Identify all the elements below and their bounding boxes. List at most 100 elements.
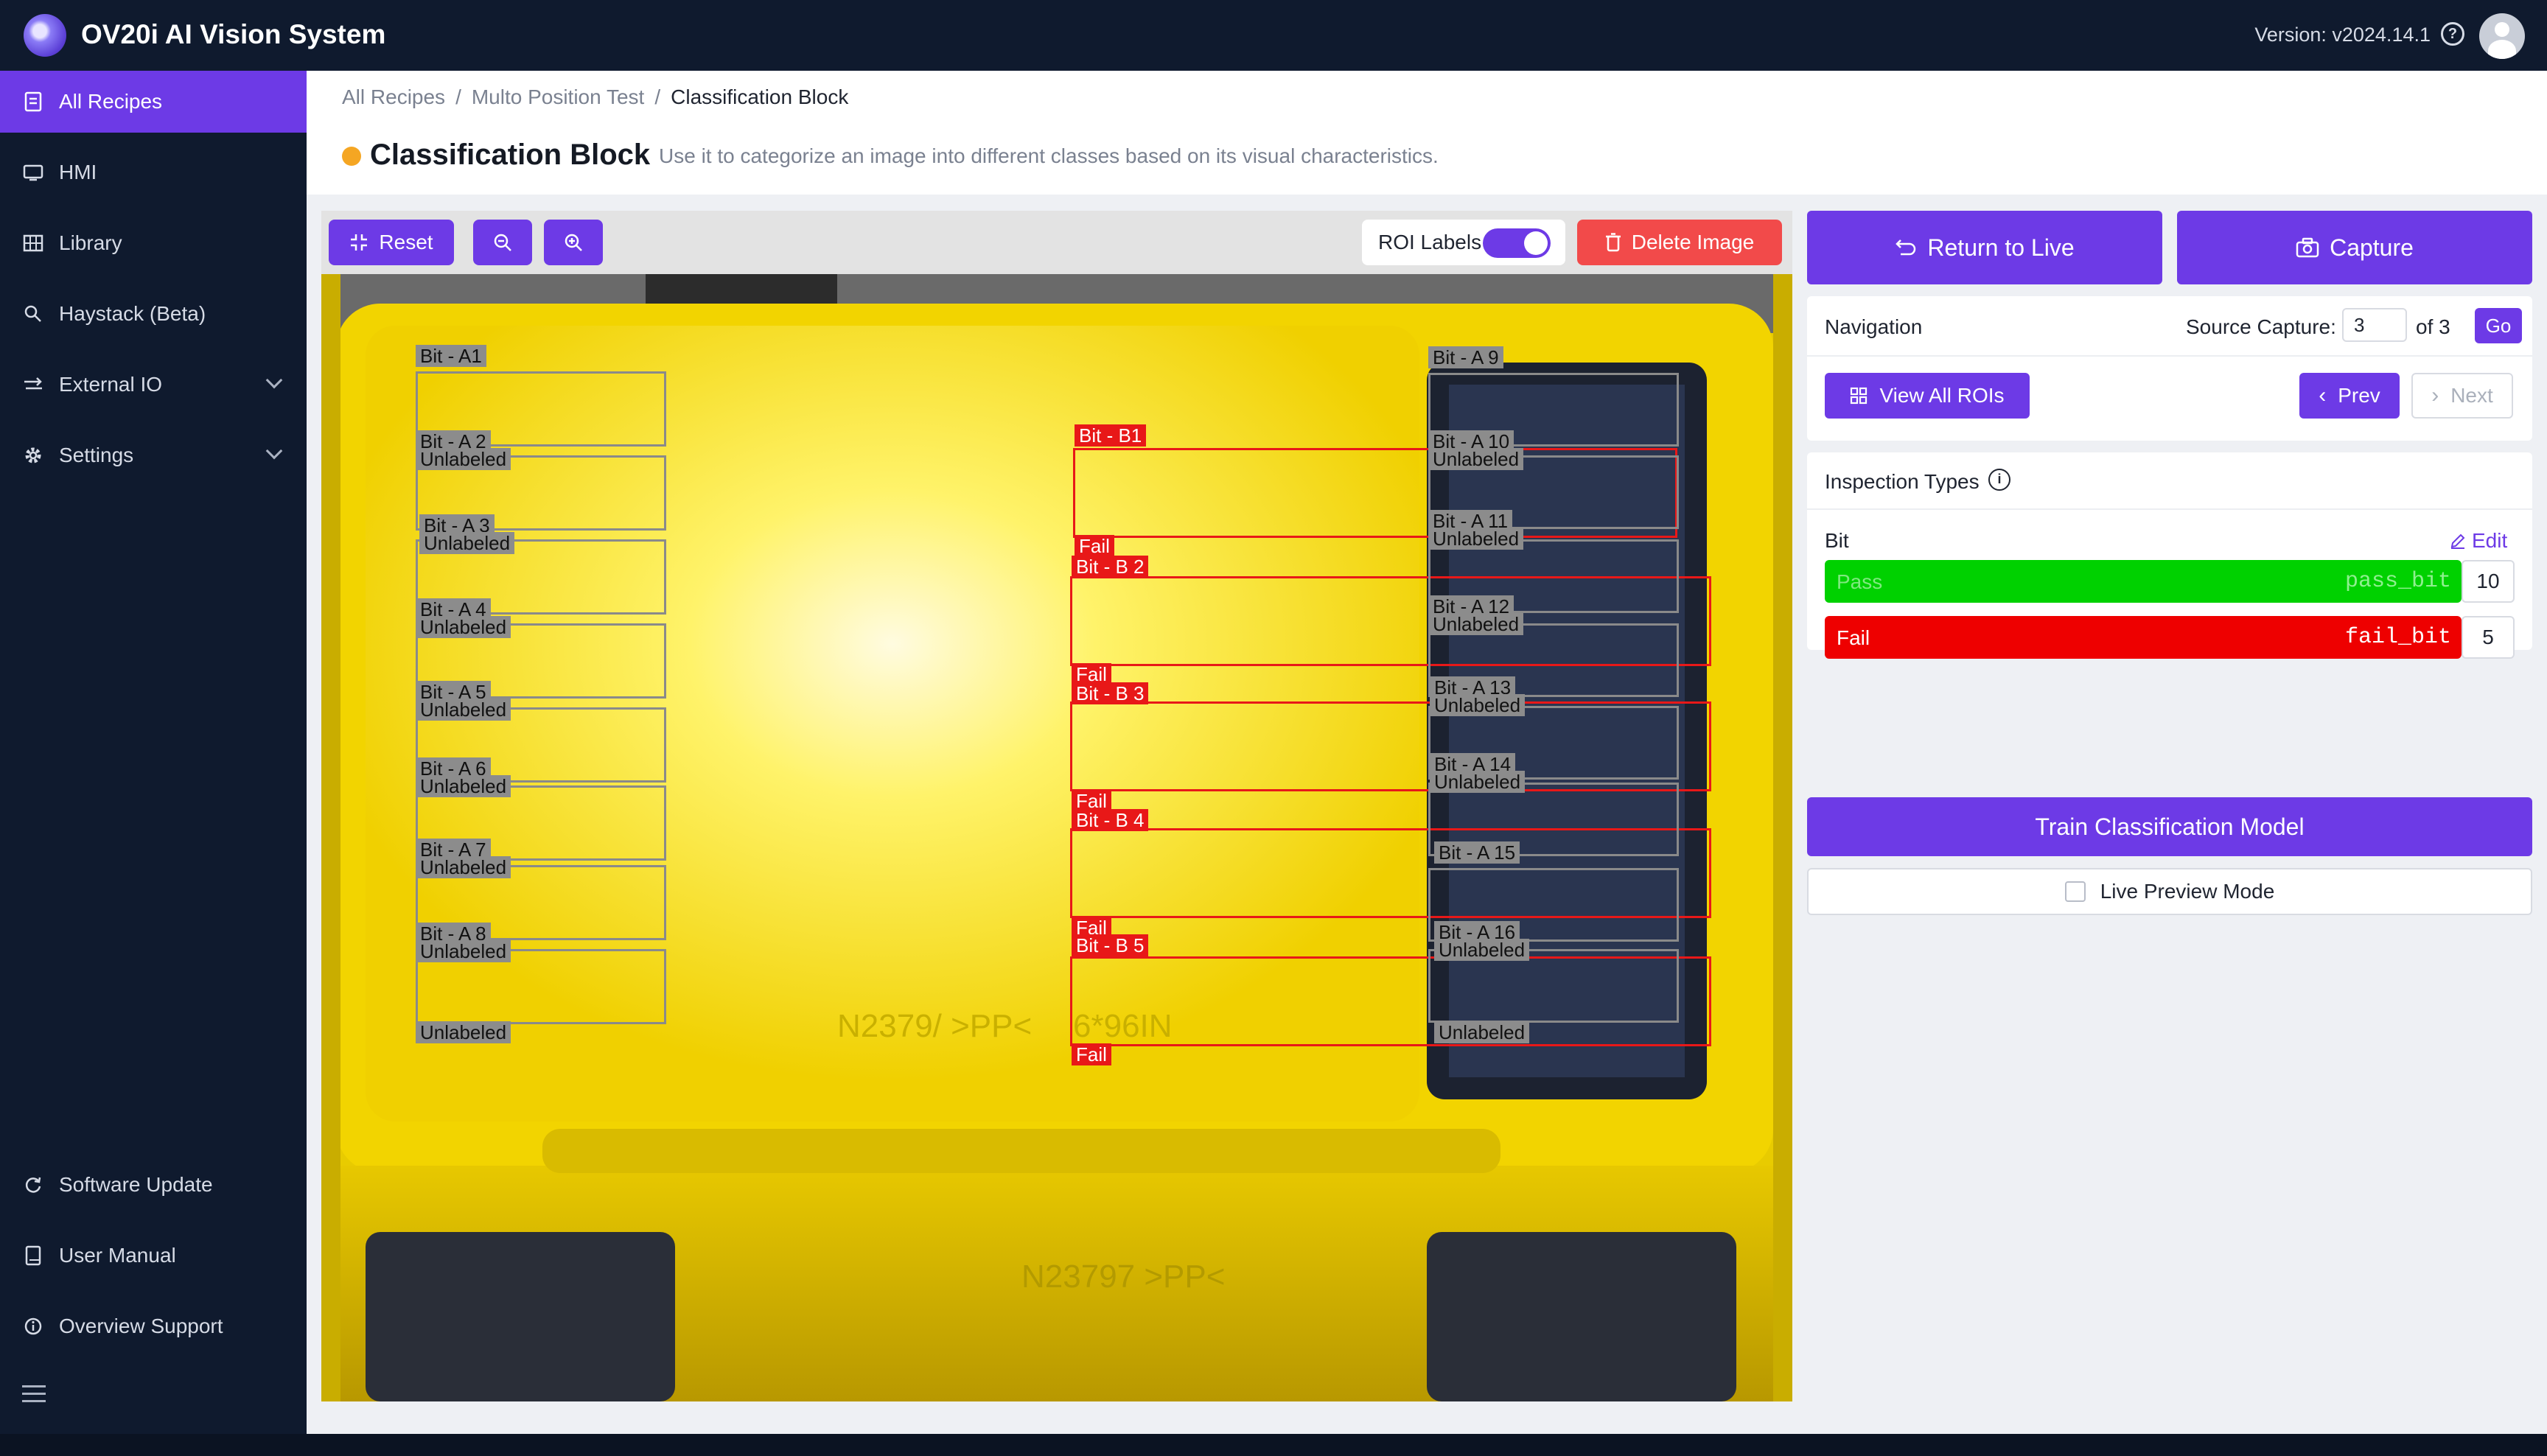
chevron-left-icon: ‹	[2319, 383, 2327, 407]
zoom-out-button[interactable]	[473, 220, 532, 265]
source-capture-label: Source Capture:	[2186, 315, 2336, 338]
inspection-types-card: Inspection Types i Bit Edit Pass pass_bi…	[1807, 452, 2532, 659]
live-preview-label: Live Preview Mode	[2100, 880, 2275, 903]
avatar[interactable]	[2479, 13, 2525, 59]
camera-icon	[2296, 237, 2319, 258]
gear-icon	[22, 444, 44, 466]
roi-box-b4[interactable]	[1070, 828, 1711, 918]
reset-button[interactable]: Reset	[329, 220, 454, 265]
capture-button[interactable]: Capture	[2177, 211, 2532, 284]
zoom-in-icon	[563, 232, 584, 253]
roi-box-a1[interactable]	[416, 371, 666, 447]
sidebar-item-user-manual[interactable]: User Manual	[0, 1225, 307, 1287]
return-to-live-label: Return to Live	[1927, 234, 2075, 261]
grid-icon	[22, 232, 44, 254]
roi-box-b5[interactable]	[1070, 956, 1711, 1046]
roi-labels-label: ROI Labels	[1378, 231, 1482, 253]
roi-box-a16[interactable]	[1428, 949, 1679, 1023]
app-title: OV20i AI Vision System	[81, 19, 386, 49]
help-icon[interactable]: ?	[2441, 22, 2464, 46]
next-button[interactable]: › Next	[2411, 373, 2513, 419]
edit-button[interactable]: Edit	[2450, 529, 2507, 553]
zoom-in-button[interactable]	[544, 220, 603, 265]
collapse-sidebar-icon[interactable]	[22, 1385, 46, 1404]
go-button[interactable]: Go	[2475, 308, 2522, 343]
roi-box-a14[interactable]	[1428, 783, 1679, 856]
prev-button[interactable]: ‹ Prev	[2299, 373, 2400, 419]
roi-box-b2[interactable]	[1070, 576, 1711, 666]
main-content: All Recipes/Multo Position Test/Classifi…	[307, 71, 2547, 1434]
breadcrumb-separator: /	[455, 85, 461, 108]
search-icon	[22, 303, 44, 325]
roi-class-a2: Unlabeled	[416, 448, 511, 470]
return-to-live-button[interactable]: Return to Live	[1807, 211, 2162, 284]
sidebar-item-label: Library	[59, 231, 122, 254]
train-classification-model-button[interactable]: Train Classification Model	[1807, 797, 2532, 856]
prev-label: Prev	[2338, 384, 2380, 407]
roi-box-b1[interactable]	[1073, 448, 1677, 538]
svg-text:N2379/ >PP<: N2379/ >PP<	[837, 1008, 1032, 1044]
divider	[1807, 508, 2532, 510]
right-panel: Return to Live Capture Navigation Source…	[1807, 211, 2532, 1404]
sidebar-item-haystack[interactable]: Haystack (Beta)	[0, 283, 307, 345]
roi-box-a15[interactable]	[1428, 868, 1679, 942]
roi-name-a1: Bit - A1	[416, 345, 486, 367]
roi-box-a12[interactable]	[1428, 623, 1679, 697]
image-viewer: Reset ROI Labels Delete Image	[321, 211, 1792, 1401]
roi-box-a2[interactable]	[416, 455, 666, 531]
sidebar-item-label: Software Update	[59, 1173, 213, 1196]
roi-box-b3[interactable]	[1070, 701, 1711, 791]
roi-labels-toggle[interactable]	[1483, 228, 1551, 258]
sidebar-item-all-recipes[interactable]: All Recipes	[0, 71, 307, 133]
roi-box-a11[interactable]	[1428, 539, 1679, 613]
roi-class-a1: Unlabeled	[416, 1021, 511, 1043]
roi-box-a10[interactable]	[1428, 455, 1679, 529]
sidebar-item-software-update[interactable]: Software Update	[0, 1154, 307, 1216]
source-capture-input[interactable]	[2342, 308, 2407, 342]
roi-box-a9[interactable]	[1428, 373, 1679, 447]
sidebar-item-settings[interactable]: Settings	[0, 424, 307, 486]
roi-box-a8[interactable]	[416, 949, 666, 1024]
roi-class-a7: Unlabeled	[416, 856, 511, 878]
roi-class-a10: Unlabeled	[1428, 448, 1524, 470]
inspection-group-label: Bit	[1825, 529, 1849, 552]
view-all-rois-button[interactable]: View All ROIs	[1825, 373, 2030, 419]
reset-icon	[349, 233, 368, 252]
sidebar-item-library[interactable]: Library	[0, 212, 307, 274]
roi-box-a7[interactable]	[416, 865, 666, 940]
roi-name-a9: Bit - A 9	[1428, 346, 1503, 368]
inspection-image[interactable]: N2379/ >PP< 6*96IN N23797 >PP< Bit - A1 …	[321, 274, 1792, 1401]
roi-class-b1: Fail	[1075, 535, 1114, 557]
svg-text:N23797 >PP<: N23797 >PP<	[1021, 1259, 1225, 1295]
sidebar-item-external-io[interactable]: External IO	[0, 354, 307, 416]
sidebar-item-hmi[interactable]: HMI	[0, 141, 307, 203]
roi-box-a5[interactable]	[416, 707, 666, 783]
delete-image-button[interactable]: Delete Image	[1577, 220, 1782, 265]
info-icon[interactable]: i	[1988, 469, 2010, 491]
page-header: All Recipes/Multo Position Test/Classifi…	[307, 71, 2547, 195]
breadcrumb-recipe[interactable]: Multo Position Test	[471, 85, 645, 108]
roi-box-a13[interactable]	[1428, 706, 1679, 780]
roi-box-a4[interactable]	[416, 623, 666, 699]
viewer-toolbar: Reset ROI Labels Delete Image	[321, 211, 1792, 274]
chevron-down-icon	[265, 442, 283, 460]
roi-class-a8: Unlabeled	[416, 940, 511, 962]
roi-class-b2: Fail	[1072, 663, 1111, 685]
logo	[24, 14, 66, 57]
roi-box-a3[interactable]	[416, 539, 666, 615]
capture-label: Capture	[2330, 234, 2414, 261]
class-bar-pass[interactable]: Pass pass_bit	[1825, 560, 2462, 603]
live-preview-checkbox[interactable]	[2064, 881, 2086, 902]
sidebar-item-overview-support[interactable]: Overview Support	[0, 1295, 307, 1357]
roi-name-b3: Bit - B 3	[1072, 682, 1149, 704]
return-icon	[1895, 237, 1917, 258]
roi-box-a6[interactable]	[416, 785, 666, 861]
breadcrumb-all-recipes[interactable]: All Recipes	[342, 85, 446, 108]
live-preview-mode-control[interactable]: Live Preview Mode	[1807, 868, 2532, 915]
roi-class-a3: Unlabeled	[419, 532, 515, 554]
class-bar-fail[interactable]: Fail fail_bit	[1825, 616, 2462, 659]
next-label: Next	[2450, 384, 2493, 407]
status-dot	[342, 147, 361, 166]
roi-class-a6: Unlabeled	[416, 775, 511, 797]
sidebar-item-label: User Manual	[59, 1244, 176, 1267]
